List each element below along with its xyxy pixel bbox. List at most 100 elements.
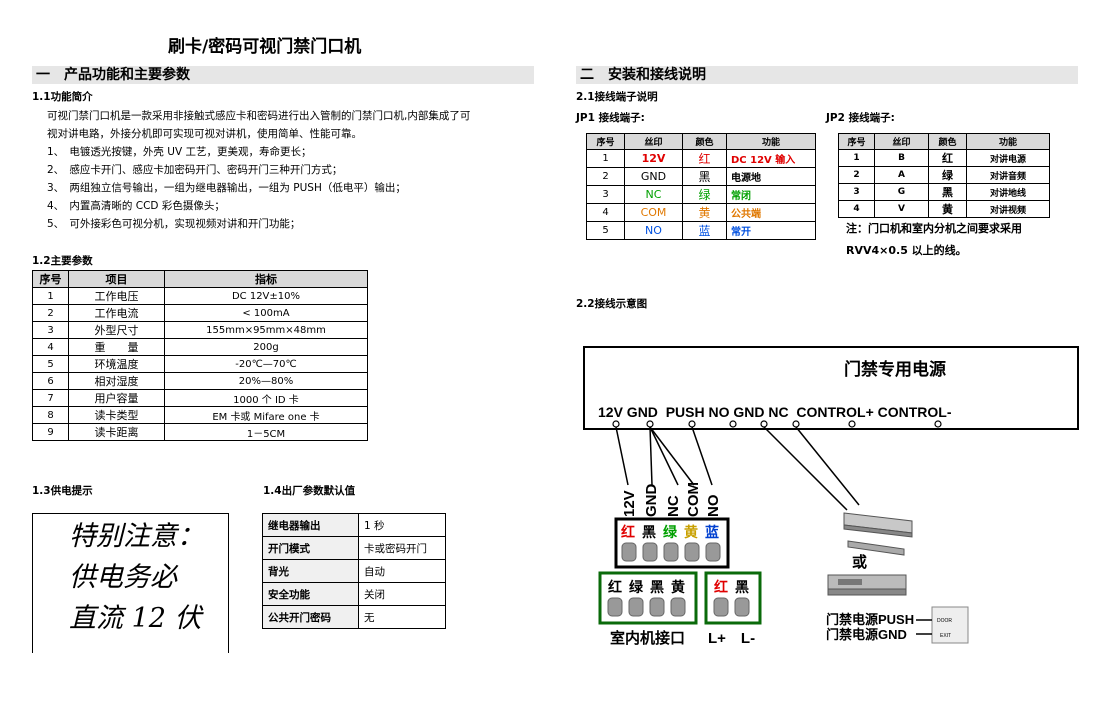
jp1-cell: 4 <box>586 203 625 223</box>
notice-line: 供电务必 <box>69 562 177 593</box>
gnd-label: 门禁电源GND <box>826 627 907 642</box>
params-cell: 9 <box>32 423 69 441</box>
section-1-heading: 一 产品功能和主要参数 <box>32 66 534 84</box>
params-cell: 3 <box>32 321 69 339</box>
params-cell: 工作电流 <box>68 304 165 322</box>
psu-title: 门禁专用电源 <box>844 359 946 379</box>
jp2-cell: 3 <box>838 183 875 202</box>
jp1-cell: 蓝 <box>682 221 727 241</box>
params-cell: 用户容量 <box>68 389 165 407</box>
jp2-cell: G <box>874 183 929 202</box>
note-line: 注：门口机和室内分机之间要求采用 <box>846 222 1022 235</box>
table-row: 背光自动 <box>262 559 446 583</box>
params-cell: EM 卡或 Mifare one 卡 <box>164 406 368 424</box>
color-label: 黄 <box>684 524 698 540</box>
intro-line: 视对讲电路，外接分机即可实现可视对讲机，使用简单、性能可靠。 <box>47 128 362 140</box>
diagram-title: 2.2接线示意图 <box>576 298 648 310</box>
params-header-cell: 序号 <box>32 270 69 288</box>
wire-labels: 12V GND NC COM NO <box>621 482 722 517</box>
params-cell: 2 <box>32 304 69 322</box>
params-cell: 重 量 <box>68 338 165 356</box>
jp1-cell: 绿 <box>682 185 727 205</box>
electric-strike-icon <box>827 574 907 596</box>
wires <box>615 426 860 511</box>
params-title: 1.2主要参数 <box>32 255 93 267</box>
indoor-interface-label: 室内机接口 <box>610 629 685 647</box>
table-row: 安全功能关闭 <box>262 582 446 606</box>
jp2-cell: 对讲音频 <box>966 166 1050 185</box>
params-cell: DC 12V±10% <box>164 287 368 305</box>
default-key: 安全功能 <box>262 582 359 606</box>
jp2-cell: 绿 <box>928 166 967 185</box>
table-row: 开门模式卡或密码开门 <box>262 536 446 560</box>
power-connector-colors: 红 黑 <box>714 579 749 595</box>
wiring-diagram: 门禁专用电源 12V GND PUSH NO GND NC CONTROL+ C… <box>583 346 1079 647</box>
default-value: 无 <box>358 605 446 629</box>
wire-label: 12V <box>621 490 638 517</box>
params-cell: 7 <box>32 389 69 407</box>
power-supply-box <box>583 346 1079 430</box>
default-key: 继电器输出 <box>262 513 359 537</box>
intro-title: 1.1功能简介 <box>32 91 93 103</box>
params-cell: 155mm×95mm×48mm <box>164 321 368 339</box>
params-header-row: 序号 项目 指标 <box>32 270 368 288</box>
jp1-pins <box>621 542 721 562</box>
wire-label: GND <box>643 484 660 518</box>
params-cell: 6 <box>32 372 69 390</box>
wire-label: NO <box>705 494 722 517</box>
default-value: 关闭 <box>358 582 446 606</box>
color-label: 黑 <box>642 524 656 540</box>
feature-item: 3、 两组独立信号输出，一组为继电器输出，一组为 PUSH（低电平）输出； <box>47 182 406 194</box>
jp1-cell: 常开 <box>726 221 816 241</box>
feature-item: 1、 电镀透光按键，外壳 UV 工艺，更美观，寿命更长； <box>47 146 312 158</box>
params-cell: 8 <box>32 406 69 424</box>
jp1-cell: 黑 <box>682 167 727 187</box>
color-label: 红 <box>608 579 622 595</box>
default-value: 卡或密码开门 <box>358 536 446 560</box>
params-header-cell: 指标 <box>164 270 368 288</box>
jp2-cell: 对讲视频 <box>966 200 1050 219</box>
params-cell: 1－5CM <box>164 423 368 441</box>
terminal-title: 2.1接线端子说明 <box>576 91 658 103</box>
jp1-header-cell: 功能 <box>726 132 816 151</box>
note-line: RVV4×0.5 以上的线。 <box>846 244 967 257</box>
notice-line: 直流 12 伏 <box>69 603 202 634</box>
jp1-cell: 5 <box>586 221 625 241</box>
jp2-cell: 4 <box>838 200 875 219</box>
params-cell: 读卡类型 <box>68 406 165 424</box>
notice-line: 特别注意： <box>69 521 204 552</box>
intro-line: 可视门禁门口机是一款采用非接触式感应卡和密码进行出入管制的门禁门口机,内部集成了… <box>47 110 471 122</box>
jp1-cell: DC 12V 输入 <box>726 149 816 169</box>
jp1-title: JP1 接线端子: <box>576 112 645 124</box>
jp2-cell: V <box>874 200 929 219</box>
jp1-cell: 黄 <box>682 203 727 223</box>
jp2-cell: 对讲电源 <box>966 149 1050 168</box>
jp2-cell: A <box>874 166 929 185</box>
default-value: 1 秒 <box>358 513 446 537</box>
terminal-screws <box>612 420 942 428</box>
exit-button-text: EXIT <box>940 633 951 639</box>
jp2-header-cell: 功能 <box>966 132 1050 151</box>
jp1-header-cell: 颜色 <box>682 132 727 151</box>
jp2-title: JP2 接线端子: <box>826 112 895 124</box>
jp2-cell: 2 <box>838 166 875 185</box>
jp1-cell: 2 <box>586 167 625 187</box>
jp1-cell: NC <box>624 185 683 205</box>
jp2-header-row: 序号 丝印 颜色 功能 <box>838 132 1050 151</box>
power-title: 1.3供电提示 <box>32 485 93 497</box>
params-cell: 外型尺寸 <box>68 321 165 339</box>
